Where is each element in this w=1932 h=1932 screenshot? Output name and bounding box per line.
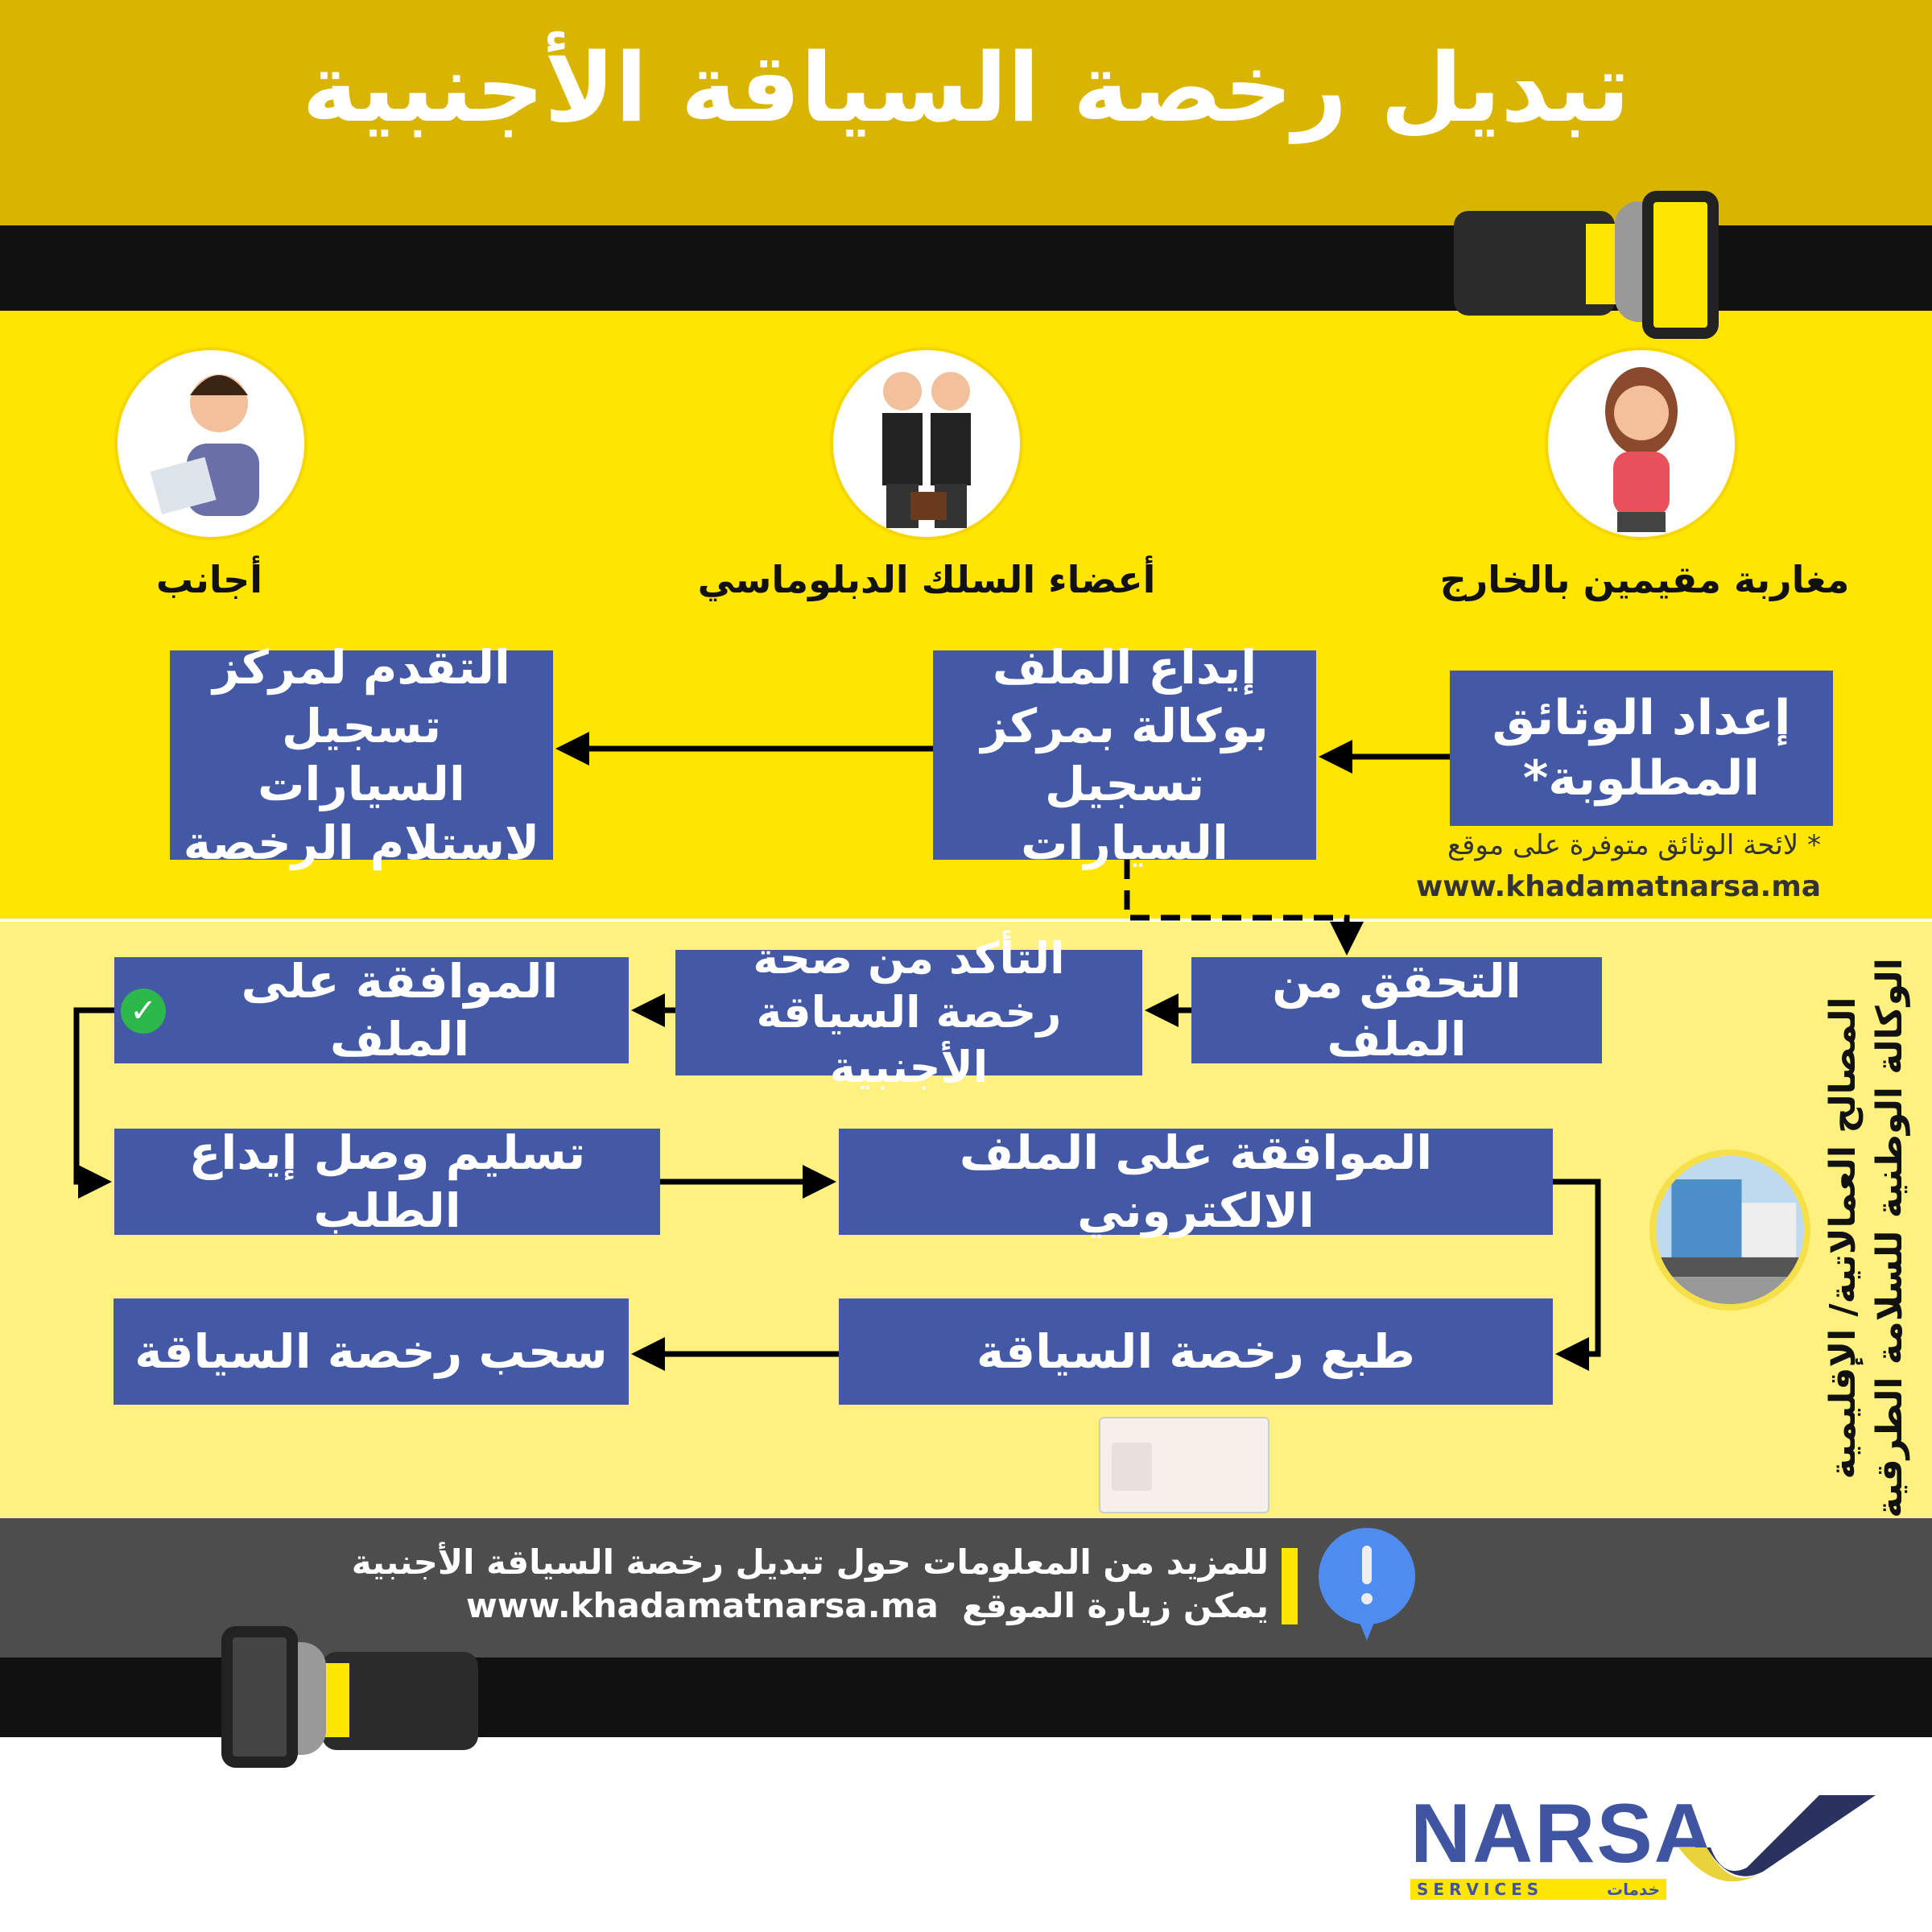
buckle-latch — [1586, 224, 1616, 304]
documents-note: * لائحة الوثائق متوفرة على موقع — [1447, 829, 1821, 861]
documents-link[interactable]: www.khadamatnarsa.ma — [1416, 870, 1821, 903]
foreigner-icon — [114, 347, 308, 540]
audience-label: مغاربة مقيمين بالخارج — [1439, 558, 1850, 601]
woman-icon — [1545, 347, 1738, 540]
buckle-frame — [1642, 191, 1719, 339]
step-approve-electronic-file: الموافقة على الملف الالكتروني — [839, 1125, 1553, 1238]
driving-license-card-icon — [1099, 1417, 1269, 1513]
audience-label: أعضاء السلك الدبلوماسي — [697, 558, 1156, 601]
arrow — [73, 1007, 114, 1199]
audience-label: أجانب — [155, 558, 263, 601]
step-print-license: طبع رخصة السياقة — [839, 1298, 1553, 1405]
arrow — [1124, 860, 1364, 956]
diplomats-icon — [830, 347, 1023, 540]
buckle-frame — [221, 1626, 298, 1768]
step-check-license-validity: التأكد من صحة رخصة السياقة الأجنبية — [675, 933, 1142, 1092]
info-icon — [1317, 1528, 1417, 1641]
logo-services: SERVICES — [1417, 1880, 1544, 1899]
step-withdraw-license: سحب رخصة السياقة — [114, 1298, 629, 1405]
footer-info-text: للمزيد من المعلومات حول تبديل رخصة السيا… — [351, 1542, 1269, 1582]
step-verify-file: التحقق من الملف — [1191, 954, 1602, 1067]
page-title: تبديل رخصة السياقة الأجنبية — [302, 32, 1630, 143]
step-approve-file: الموافقة على الملف — [114, 954, 629, 1067]
narsa-logo: NARSA — [1410, 1787, 1716, 1880]
step-deposit-file: إيداع الملف بوكالة بمركز تسجيل السيارات — [933, 640, 1316, 870]
step-collect-at-center: التقدم لمركز تسجيل السيارات لاستلام الرخ… — [170, 640, 553, 870]
footer-link[interactable]: www.khadamatnarsa.ma — [466, 1586, 939, 1625]
header-band — [0, 0, 1932, 225]
arrow — [1553, 1179, 1601, 1371]
footer-visit-text: يمكن زيارة الموقع — [962, 1586, 1269, 1625]
road-check-icon — [1678, 1795, 1876, 1882]
step-prepare-documents: إعداد الوثائق المطلوبة* — [1450, 671, 1833, 826]
agency-building-icon — [1649, 1150, 1810, 1311]
checkmark-icon: ✓ — [121, 989, 166, 1034]
footer-band — [0, 1518, 1932, 1657]
accent-bar — [1282, 1548, 1298, 1624]
logo-services-ar: خدمات — [1607, 1880, 1660, 1899]
step-deliver-receipt: تسليم وصل إيداع الطلب — [114, 1125, 660, 1238]
